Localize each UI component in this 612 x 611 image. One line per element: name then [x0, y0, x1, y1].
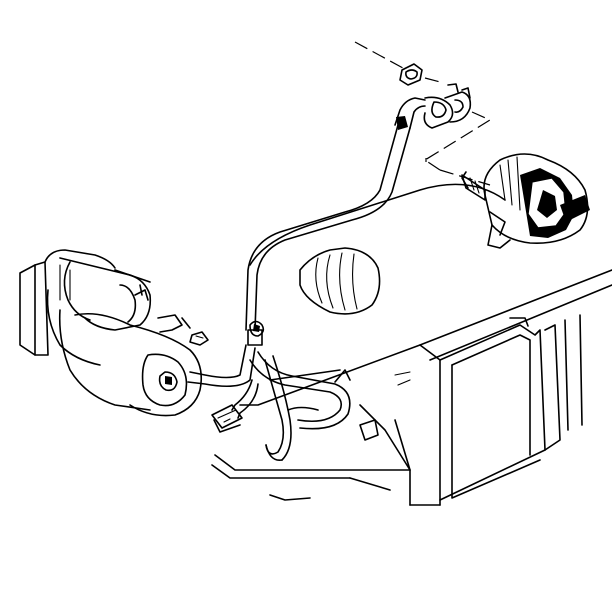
connector-plug: [211, 404, 243, 433]
starter-terminal-nut: [189, 331, 209, 346]
alternator-nut: [399, 63, 423, 86]
radiator-panel: [419, 314, 583, 506]
starter-motor: [19, 249, 203, 417]
alternator-terminal: [394, 83, 472, 130]
battery-cable: [187, 124, 411, 462]
leader-lines: [354, 41, 492, 186]
alternator: [461, 153, 590, 249]
